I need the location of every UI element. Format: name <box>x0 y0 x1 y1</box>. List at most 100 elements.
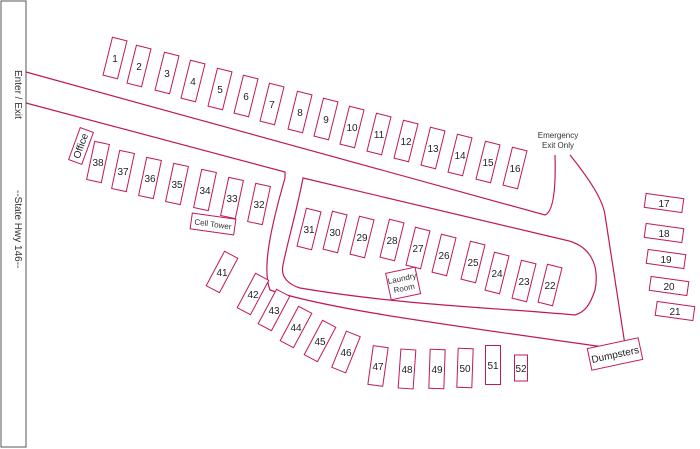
lot-number: 18 <box>658 229 670 240</box>
lot-outline <box>165 162 189 206</box>
laundry-room[interactable]: Laundry Room <box>385 266 422 301</box>
lot-8[interactable]: 8 <box>287 90 313 134</box>
lot-7[interactable]: 7 <box>259 82 285 126</box>
lot-outline <box>180 59 206 103</box>
lot-34[interactable]: 34 <box>193 168 217 212</box>
lot-50[interactable]: 50 <box>456 347 474 389</box>
lot-51[interactable]: 51 <box>485 345 501 385</box>
lot-30[interactable]: 30 <box>322 210 348 254</box>
lot-outline <box>514 354 528 382</box>
lot-49[interactable]: 49 <box>428 348 446 390</box>
lot-1[interactable]: 1 <box>102 36 128 80</box>
lot-outline <box>86 140 110 184</box>
emergency-exit-road <box>569 154 626 346</box>
lot-number: 3 <box>164 69 170 80</box>
lot-outline <box>154 51 180 95</box>
lot-44[interactable]: 44 <box>279 305 313 349</box>
lot-number: 24 <box>491 269 503 280</box>
lot-outline <box>393 119 419 163</box>
emergency-label-2: Exit Only <box>542 141 574 150</box>
lot-number: 51 <box>487 361 499 372</box>
lot-outline <box>111 149 135 193</box>
lot-27[interactable]: 27 <box>405 226 431 270</box>
lot-number: 49 <box>431 365 443 376</box>
lot-6[interactable]: 6 <box>233 74 259 118</box>
lot-outline <box>645 248 687 270</box>
lot-23[interactable]: 23 <box>511 259 537 303</box>
lot-31[interactable]: 31 <box>296 207 322 251</box>
lot-37[interactable]: 37 <box>111 149 135 193</box>
lot-outline <box>296 207 322 251</box>
lot-outline <box>339 105 365 149</box>
inner-loop-road <box>281 177 597 316</box>
lot-outline <box>420 126 446 170</box>
office-building[interactable]: Office <box>67 126 95 166</box>
lot-17[interactable]: 17 <box>643 192 685 214</box>
lot-number: 46 <box>340 348 352 359</box>
lot-46[interactable]: 46 <box>331 330 361 374</box>
lot-9[interactable]: 9 <box>313 97 339 141</box>
lot-number: 26 <box>438 251 450 262</box>
lot-number: 22 <box>544 281 556 292</box>
lot-5[interactable]: 5 <box>207 67 233 111</box>
lot-outline <box>379 218 405 262</box>
lot-outline <box>502 146 528 190</box>
lot-48[interactable]: 48 <box>397 348 417 390</box>
lot-33[interactable]: 33 <box>220 176 244 220</box>
emergency-label-1: Emergency <box>538 131 578 140</box>
lot-10[interactable]: 10 <box>339 105 365 149</box>
lot-outline <box>138 156 162 200</box>
lot-12[interactable]: 12 <box>393 119 419 163</box>
lot-number: 32 <box>253 200 265 211</box>
lot-4[interactable]: 4 <box>180 59 206 103</box>
lot-outline <box>366 112 392 156</box>
lot-28[interactable]: 28 <box>379 218 405 262</box>
lot-47[interactable]: 47 <box>367 345 389 387</box>
lot-41[interactable]: 41 <box>205 250 239 294</box>
lot-26[interactable]: 26 <box>431 233 457 277</box>
lot-29[interactable]: 29 <box>349 215 375 259</box>
lot-32[interactable]: 32 <box>247 182 271 226</box>
lot-14[interactable]: 14 <box>447 133 473 177</box>
lot-13[interactable]: 13 <box>420 126 446 170</box>
lot-36[interactable]: 36 <box>138 156 162 200</box>
lot-25[interactable]: 25 <box>460 240 486 284</box>
lot-19[interactable]: 19 <box>645 248 687 270</box>
lot-45[interactable]: 45 <box>303 319 337 363</box>
lot-11[interactable]: 11 <box>366 112 392 156</box>
lot-number: 12 <box>400 137 412 148</box>
lot-42[interactable]: 42 <box>236 272 270 316</box>
main-road-lower-edge <box>25 102 626 351</box>
lot-number: 50 <box>459 364 471 375</box>
lot-20[interactable]: 20 <box>648 275 690 297</box>
lot-38[interactable]: 38 <box>86 140 110 184</box>
lot-22[interactable]: 22 <box>537 263 563 307</box>
lot-number: 25 <box>467 258 479 269</box>
lot-2[interactable]: 2 <box>126 44 152 88</box>
lot-number: 17 <box>658 199 670 210</box>
lot-outline <box>220 176 244 220</box>
lot-21[interactable]: 21 <box>654 300 696 322</box>
lot-number: 42 <box>247 290 259 301</box>
cell-tower[interactable]: Cell Tower <box>189 212 237 236</box>
lot-24[interactable]: 24 <box>484 251 510 295</box>
lot-number: 10 <box>346 123 358 134</box>
lot-3[interactable]: 3 <box>154 51 180 95</box>
lot-outline <box>428 348 446 390</box>
lot-43[interactable]: 43 <box>257 288 291 332</box>
lot-outline <box>643 192 685 214</box>
lot-outline <box>349 215 375 259</box>
dumpsters[interactable]: Dumpsters <box>586 337 644 371</box>
lot-52[interactable]: 52 <box>514 354 528 382</box>
lot-number: 11 <box>374 130 385 141</box>
lot-18[interactable]: 18 <box>643 222 685 244</box>
lot-number: 13 <box>427 144 439 155</box>
lot-outline <box>405 226 431 270</box>
lot-35[interactable]: 35 <box>165 162 189 206</box>
lot-outline <box>484 251 510 295</box>
lot-outline <box>367 345 389 387</box>
lot-16[interactable]: 16 <box>502 146 528 190</box>
lot-15[interactable]: 15 <box>475 140 501 184</box>
lot-number: 45 <box>314 337 326 348</box>
lot-outline <box>648 275 690 297</box>
